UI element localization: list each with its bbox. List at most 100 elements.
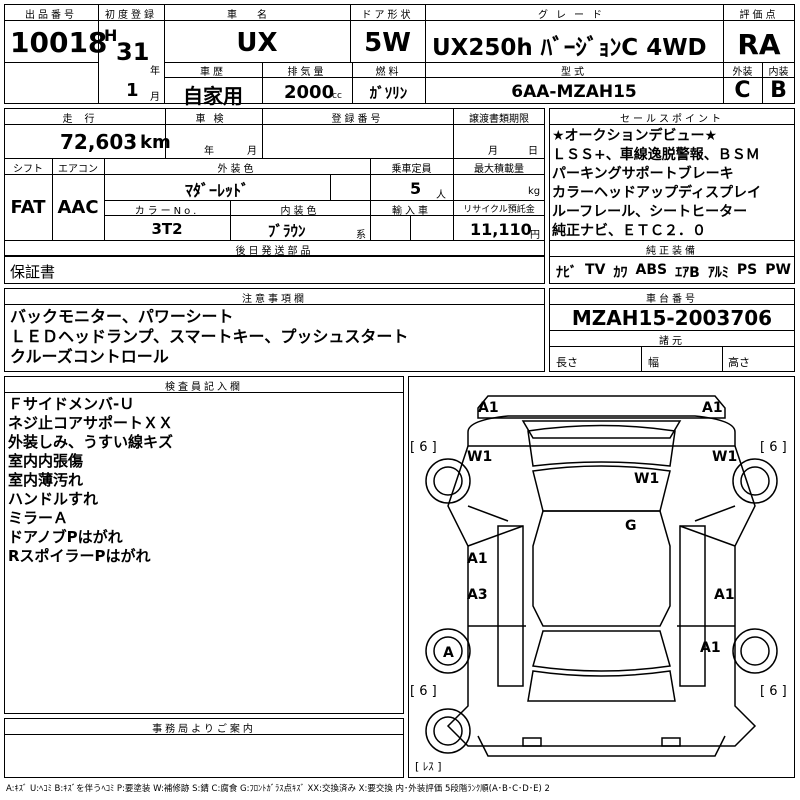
reg-no-label: 登録番号	[331, 114, 384, 125]
inspector-line: ミラーＡ	[8, 509, 69, 527]
tire-label-fl: [ 6 ]	[410, 440, 437, 455]
inspector-line: Ｆサイドメンバ-Ｕ	[8, 395, 135, 413]
damage-mark-rl-wheel: A	[443, 645, 454, 661]
mileage-label: 走行	[62, 114, 107, 125]
diagram-box	[408, 376, 795, 778]
displacement-unit: cc	[332, 91, 342, 101]
legend: A:ｷｽﾞ U:ﾍｺﾐ B:ｷｽﾞを伴うﾍｺﾐ P:要塗装 W:補修跡 S:錆 …	[6, 784, 550, 794]
inspector-box	[4, 376, 404, 714]
recycle-unit: 円	[530, 230, 540, 241]
sales-point-line: ★オークションデビュー★	[552, 128, 718, 144]
mileage: 72,603	[60, 130, 138, 154]
interior-label: 内装	[768, 67, 789, 78]
color-no-label: カラーNo.	[134, 206, 200, 217]
inspector-line: 室内薄汚れ	[8, 471, 84, 489]
displacement-label: 排気量	[287, 67, 327, 78]
door-label: ドア形状	[361, 10, 414, 21]
inspector-line: ネジ止コアサポートＸＸ	[8, 414, 174, 432]
recycle-label: リサイクル預託金	[463, 205, 535, 215]
notes-label: 注意事項欄	[242, 294, 307, 305]
door-type: 5W	[364, 28, 411, 58]
inspector-lines: Ｆサイドメンバ-Ｕ ネジ止コアサポートＸＸ 外装しみ、うすい線キズ 室内内張傷 …	[8, 395, 173, 566]
era: H	[104, 26, 118, 45]
color-label: 外装色	[217, 164, 257, 175]
transfer-month-unit: 月	[488, 146, 498, 157]
displacement: 2000	[284, 82, 335, 103]
equipment-list: ﾅﾋﾞ TV ｶﾜ ABS ｴｱB ｱﾙﾐ PS PW	[556, 262, 791, 282]
width-label: 幅	[648, 356, 659, 369]
notes-box	[4, 288, 545, 372]
later-parts-value: 保証書	[10, 263, 56, 281]
load-unit: kg	[528, 186, 541, 197]
history: 自家用	[183, 84, 243, 108]
model-code: 6AA-MZAH15	[511, 82, 637, 102]
first-reg-label: 初度登録	[105, 10, 157, 21]
inspector-line: ハンドルすれ	[8, 490, 99, 508]
inspection-label: 車検	[195, 114, 232, 125]
inspector-line: 外装しみ、うすい線キズ	[8, 433, 174, 451]
score-label: 評価点	[739, 10, 779, 21]
sales-point-line: カラーヘッドアップディスプレイ	[552, 185, 762, 201]
sales-point-line: ＬＳＳ+、車線逸脱警報、ＢＳＭ	[552, 147, 760, 163]
transfer-label: 譲渡書類期限	[469, 114, 529, 125]
exterior-grade: C	[734, 78, 751, 103]
reg-month: 1	[126, 80, 139, 101]
spare-tire-label: [ ﾚｽ ]	[415, 760, 442, 773]
sales-point-lines: ★オークションデビュー★ ＬＳＳ+、車線逸脱警報、ＢＳＭ パーキングサポートブレ…	[552, 127, 761, 241]
int-color-suffix: 系	[356, 230, 366, 241]
fuel: ｶﾞｿﾘﾝ	[369, 84, 408, 102]
car-name-label: 車名	[227, 10, 287, 21]
equipment-item: PW	[765, 262, 791, 278]
damage-mark-fr-bumper: A1	[702, 400, 723, 416]
color: ﾏﾀﾞｰﾚｯﾄﾞ	[184, 181, 249, 200]
chassis-number: MZAH15-2003706	[571, 306, 773, 330]
capacity-label: 乗車定員	[391, 164, 432, 175]
tire-depth: 6	[769, 440, 778, 455]
equipment-item: ﾅﾋﾞ	[556, 265, 577, 281]
shift-label: シフト	[13, 164, 43, 175]
office-label: 事務局よりご案内	[152, 724, 256, 735]
equipment-item: ｶﾜ	[613, 265, 628, 281]
spare-value: ﾚｽ	[422, 760, 434, 773]
notes-lines: バックモニター、パワーシート ＬＥＤヘッドランプ、スマートキー、プッシュスタート…	[10, 307, 408, 367]
inspector-label: 検査員記入欄	[165, 382, 243, 393]
damage-mark-rl-door: A3	[467, 587, 488, 603]
inspector-line: ドアノブPはがれ	[8, 528, 123, 546]
height-label: 高さ	[728, 356, 750, 369]
grade-label: グレード	[538, 10, 610, 21]
damage-mark-fr-fender: W1	[712, 449, 738, 465]
recycle: 11,110	[470, 220, 532, 239]
tire-depth: 6	[419, 440, 428, 455]
insp-year-unit: 年	[204, 146, 214, 157]
notes-line: ＬＥＤヘッドランプ、スマートキー、プッシュスタート	[10, 327, 409, 346]
damage-mark-hood: W1	[634, 471, 660, 487]
sales-point-label: セールスポイント	[620, 114, 724, 125]
later-parts-box	[4, 256, 545, 284]
car-diagram	[425, 395, 778, 757]
int-color-label: 内装色	[280, 206, 320, 217]
tire-depth: 6	[769, 684, 778, 699]
equipment-item: TV	[585, 262, 606, 278]
import-label: 輸入車	[392, 206, 431, 217]
capacity: 5	[410, 179, 422, 198]
grade: UX250h ﾊﾞｰｼﾞｮﾝC 4WD	[432, 35, 707, 61]
sales-point-line: ルーフレール、シートヒーター	[552, 204, 748, 220]
tire-depth: 6	[419, 684, 428, 699]
car-name: UX	[236, 28, 278, 58]
fuel-label: 燃料	[375, 67, 402, 78]
equipment-item: PS	[736, 262, 758, 278]
color-no: 3T2	[151, 220, 183, 238]
ac-label: エアコン	[58, 164, 98, 175]
transfer-day-unit: 日	[528, 146, 538, 157]
sales-point-box	[549, 108, 795, 284]
length-label: 長さ	[556, 356, 578, 369]
damage-mark-fl-bumper: A1	[478, 400, 499, 416]
inspector-line: RスポイラーPはがれ	[8, 547, 151, 565]
lot-number: 10018	[10, 26, 108, 59]
later-parts-label: 後日発送部品	[235, 246, 314, 257]
damage-mark-rr-quarter: A1	[700, 640, 721, 656]
reg-year: 31	[116, 38, 150, 66]
ac: AAC	[57, 197, 99, 218]
score: RA	[737, 28, 781, 61]
exterior-label: 外装	[732, 67, 753, 78]
